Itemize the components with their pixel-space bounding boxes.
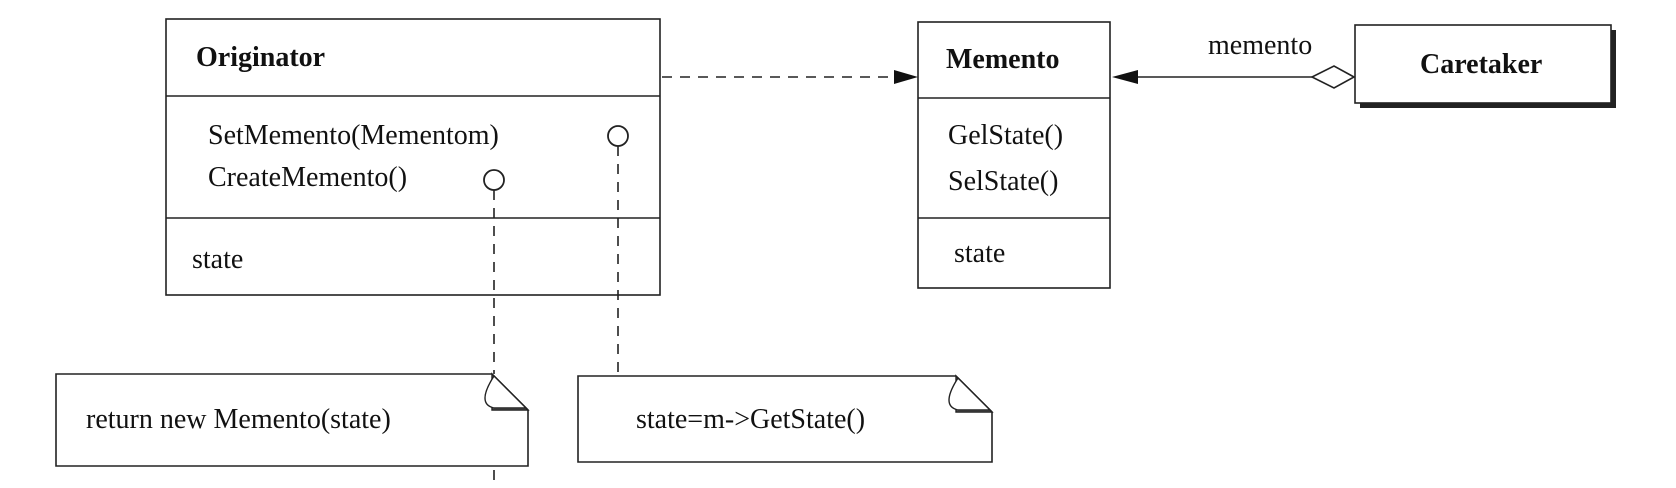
create-memento-attachment-circle (483, 169, 505, 191)
caretaker-name: Caretaker (1420, 49, 1542, 80)
memento-class: Memento GelState() SelState() state (917, 21, 1111, 289)
memento-name: Memento (946, 44, 1060, 75)
aggregation-arrowhead (1112, 70, 1138, 84)
originator-op-set-memento: SetMemento(Mementom) (208, 120, 499, 151)
originator-op-create-memento: CreateMemento() (208, 162, 407, 193)
memento-attribute-state: state (954, 238, 1005, 269)
association-role-label: memento (1208, 30, 1312, 61)
note-set-memento-box (577, 375, 993, 463)
memento-op-get-state: GelState() (948, 120, 1063, 151)
note-create-memento-text: return new Memento(state) (86, 404, 391, 435)
memento-op-set-state: SelState() (948, 166, 1058, 197)
originator-name: Originator (196, 42, 325, 73)
dependency-originator-memento (662, 70, 918, 84)
note-set-memento-text: state=m->GetState() (636, 404, 865, 435)
caretaker-class: Caretaker (1354, 24, 1616, 108)
note-create-memento-box (55, 373, 529, 467)
dependency-arrowhead (894, 70, 918, 84)
originator-class: Originator SetMemento(Mementom) CreateMe… (165, 18, 661, 296)
aggregation-caretaker-memento: memento (1112, 30, 1356, 89)
originator-box (165, 18, 661, 296)
aggregation-diamond (1310, 65, 1356, 89)
caretaker-box (1354, 24, 1612, 104)
note-set-memento-curl (948, 376, 992, 411)
note-create-memento-curl (484, 374, 528, 409)
originator-attribute-state: state (192, 244, 243, 275)
note-create-memento: return new Memento(state) (55, 372, 530, 467)
set-memento-attachment-circle (607, 125, 629, 147)
note-set-memento: state=m->GetState() (577, 374, 994, 463)
memento-box (917, 21, 1111, 289)
